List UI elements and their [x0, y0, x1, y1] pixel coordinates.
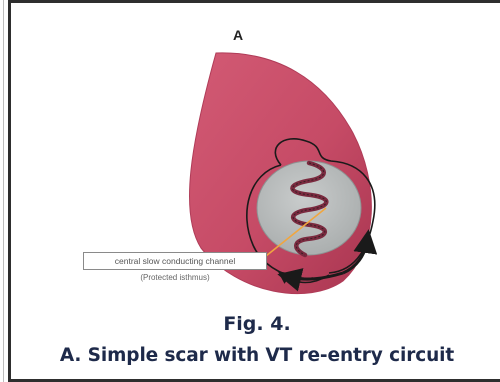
figure-caption: A. Simple scar with VT re-entry circuit	[14, 345, 500, 366]
left-frame-border	[0, 0, 7, 382]
channel-label: central slow conducting channel	[83, 252, 267, 270]
figure-number: Fig. 4.	[14, 313, 500, 335]
isthmus-label: (Protected isthmus)	[83, 273, 267, 282]
figure-panel: A	[8, 0, 500, 382]
